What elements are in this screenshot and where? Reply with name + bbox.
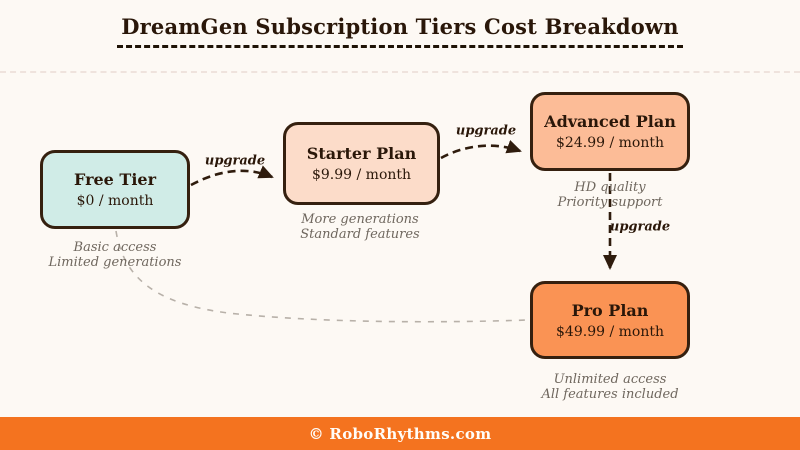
node-free-tier-price: $0 / month: [76, 193, 154, 209]
caption-line: More generations: [301, 212, 419, 227]
node-advanced-plan: Advanced Plan $24.99 / month: [530, 92, 690, 171]
caption-free-tier: Basic access Limited generations: [5, 240, 225, 270]
divider-line: [0, 71, 800, 73]
node-advanced-plan-price: $24.99 / month: [556, 135, 664, 151]
node-pro-plan-name: Pro Plan: [571, 300, 649, 320]
caption-line: All features included: [541, 387, 679, 402]
caption-line: Limited generations: [48, 255, 182, 270]
caption-starter-plan: More generations Standard features: [250, 212, 470, 242]
node-starter-plan: Starter Plan $9.99 / month: [283, 122, 440, 205]
caption-advanced-plan: HD quality Priority support: [500, 180, 720, 210]
edge-label-upgrade-1: upgrade: [204, 153, 266, 169]
node-pro-plan-price: $49.99 / month: [556, 323, 664, 340]
upgrade-arrow-free-to-starter: [190, 165, 274, 187]
node-starter-plan-price: $9.99 / month: [311, 167, 412, 183]
upgrade-arrow-starter-to-advanced: [440, 140, 522, 160]
node-starter-plan-name: Starter Plan: [306, 144, 417, 163]
caption-line: Priority support: [557, 195, 663, 210]
node-free-tier-name: Free Tier: [73, 170, 157, 189]
page-title: DreamGen Subscription Tiers Cost Breakdo…: [117, 14, 683, 48]
edge-label-upgrade-2: upgrade: [455, 123, 517, 139]
footer-credit-text: © RoboRhythms.com: [308, 424, 492, 443]
node-pro-plan: Pro Plan $49.99 / month: [530, 281, 690, 359]
node-advanced-plan-name: Advanced Plan: [544, 112, 676, 131]
caption-line: Standard features: [300, 227, 420, 242]
caption-line: Basic access: [73, 240, 157, 255]
caption-line: HD quality: [574, 180, 646, 195]
footer-bar: © RoboRhythms.com: [0, 417, 800, 450]
node-free-tier: Free Tier $0 / month: [40, 150, 190, 229]
edge-label-upgrade-3: upgrade: [609, 219, 671, 235]
title-bar: DreamGen Subscription Tiers Cost Breakdo…: [0, 14, 800, 48]
caption-pro-plan: Unlimited access All features included: [500, 372, 720, 402]
caption-line: Unlimited access: [553, 372, 667, 387]
